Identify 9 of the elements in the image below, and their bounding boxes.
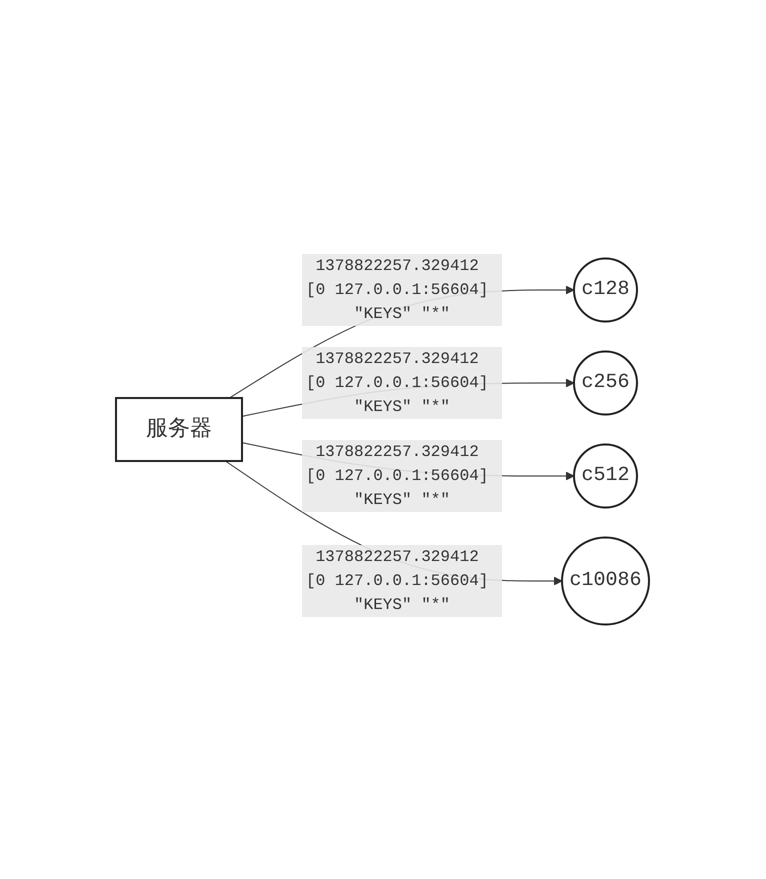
node-circle: c10086 [561,536,650,626]
edge-label: 1378822257.329412 [0 127.0.0.1:56604] "KEYS" "*" [306,443,489,510]
node-circle: c512 [573,444,638,509]
node-circle: c256 [573,350,638,416]
node-box: 服务器 [116,397,244,462]
edge-label: 1378822257.329412 [0 127.0.0.1:56604] "KEYS" "*" [306,548,489,614]
edge-label: 1378822257.329412 [0 127.0.0.1:56604] "KEYS" "*" [306,257,489,324]
edge-label: 1378822257.329412 [0 127.0.0.1:56604] "KEYS" "*" [306,350,489,416]
node-circle: c128 [573,258,638,323]
